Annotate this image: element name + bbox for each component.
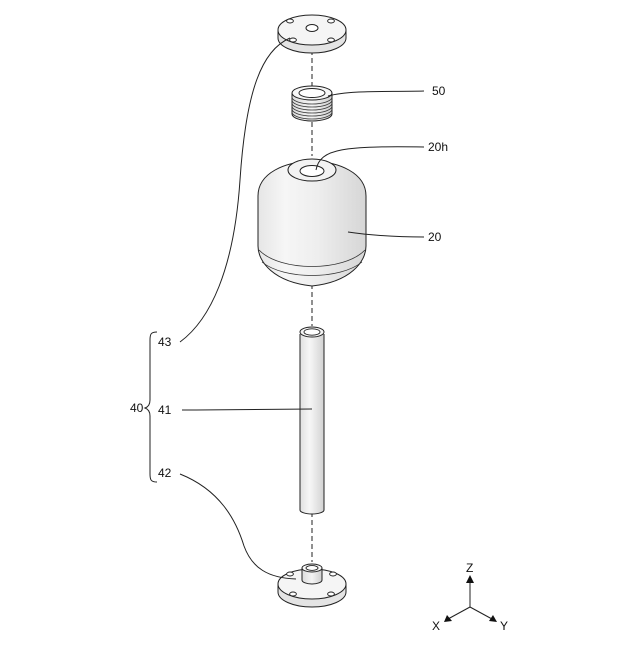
x-arrow-icon — [444, 615, 452, 622]
label-42: 42 — [158, 466, 172, 480]
label-20: 20 — [428, 230, 442, 244]
y-axis-line — [470, 607, 492, 619]
label-43: 43 — [158, 335, 172, 349]
label-40: 40 — [130, 401, 144, 415]
top-flange — [278, 15, 346, 53]
x-axis-line — [448, 607, 470, 619]
axis-label-z: Z — [466, 561, 473, 575]
leader-50 — [328, 91, 424, 96]
rod — [300, 327, 324, 514]
leader-41 — [182, 409, 312, 410]
label-20h: 20h — [428, 140, 448, 154]
body-vessel — [258, 159, 366, 286]
axis-label-x: X — [432, 619, 440, 633]
leader-42 — [180, 474, 296, 579]
axis-label-y: Y — [500, 619, 508, 633]
threaded-insert — [292, 86, 332, 121]
label-50: 50 — [432, 84, 446, 98]
coordinate-axes: Z X Y — [432, 561, 508, 633]
z-arrow-icon — [466, 575, 474, 583]
bottom-flange — [278, 564, 346, 607]
label-41: 41 — [158, 403, 172, 417]
group-bracket — [145, 332, 157, 482]
